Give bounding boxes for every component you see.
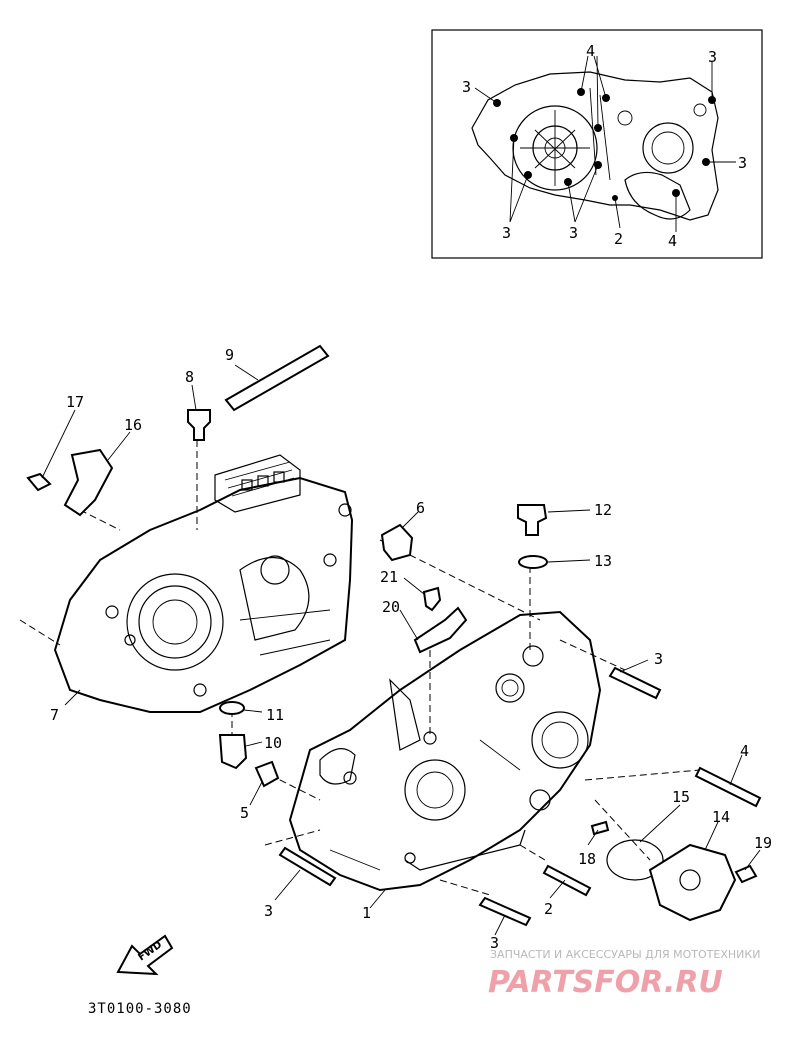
bolt-part-3b <box>480 898 530 925</box>
callout-13: 13 <box>594 552 612 570</box>
fitting-part-8 <box>188 410 210 440</box>
bracket-part-18 <box>65 450 112 515</box>
right-crankcase <box>290 612 600 890</box>
inset-callout-4a: 4 <box>586 42 595 60</box>
plug-part-12 <box>518 505 546 535</box>
screw-part-21 <box>424 588 440 610</box>
callout-20: 20 <box>382 598 400 616</box>
plate-part-20 <box>415 608 466 652</box>
inset-callout-3c: 3 <box>738 154 747 172</box>
screw-part-19 <box>28 474 50 490</box>
bolt-part-3c <box>610 668 660 698</box>
washer-part-13 <box>519 556 547 568</box>
callout-12: 12 <box>594 501 612 519</box>
watermark-caption: ЗАПЧАСТИ И АКСЕССУАРЫ ДЛЯ МОТОТЕХНИКИ <box>490 948 760 961</box>
callout-6: 6 <box>416 499 425 517</box>
watermark-brand: PARTSFOR.RU <box>488 965 723 1000</box>
callout-18: 16 <box>124 416 142 434</box>
pin-part-16 <box>592 822 608 834</box>
bolt-part-10 <box>220 735 246 768</box>
callout-1: 1 <box>362 904 371 922</box>
bushing-part-6 <box>382 525 412 560</box>
callout-17: 19 <box>754 834 772 852</box>
bolt-part-4 <box>696 768 760 806</box>
dowel-part-5 <box>256 762 278 786</box>
callout-11: 11 <box>266 706 284 724</box>
callout-19: 17 <box>66 393 84 411</box>
inset-callout-4b: 4 <box>668 232 677 250</box>
callout-4: 4 <box>740 742 749 760</box>
inset-callout-3b: 3 <box>708 48 717 66</box>
inset-bolt-dots <box>493 88 716 201</box>
callout-21: 21 <box>380 568 398 586</box>
inset-callout-2: 2 <box>614 230 623 248</box>
callout-7: 7 <box>50 706 59 724</box>
watermark: ЗАПЧАСТИ И АКСЕССУАРЫ ДЛЯ МОТОТЕХНИКИ PA… <box>488 948 760 1000</box>
callout-9: 9 <box>225 346 234 364</box>
fwd-arrow: FWD <box>118 936 172 974</box>
inset-callout-3e: 3 <box>569 224 578 242</box>
callout-5: 5 <box>240 804 249 822</box>
inset-callout-3a: 3 <box>462 78 471 96</box>
pipe-part-9 <box>226 346 328 410</box>
callout-3-right: 3 <box>654 650 663 668</box>
callout-15: 15 <box>672 788 690 806</box>
inset-view: 3 4 3 3 3 3 2 4 <box>432 30 762 258</box>
callout-3-left: 3 <box>264 902 273 920</box>
callout-10: 10 <box>264 734 282 752</box>
callout-14: 14 <box>712 808 730 826</box>
diagram-part-code: 3T0100-3080 <box>88 1001 192 1017</box>
inset-callout-3d: 3 <box>502 224 511 242</box>
callout-8: 8 <box>185 368 194 386</box>
callout-2: 2 <box>544 900 553 918</box>
bolt-part-2 <box>544 866 590 895</box>
callout-16: 18 <box>578 850 596 868</box>
washer-part-11 <box>220 702 244 714</box>
